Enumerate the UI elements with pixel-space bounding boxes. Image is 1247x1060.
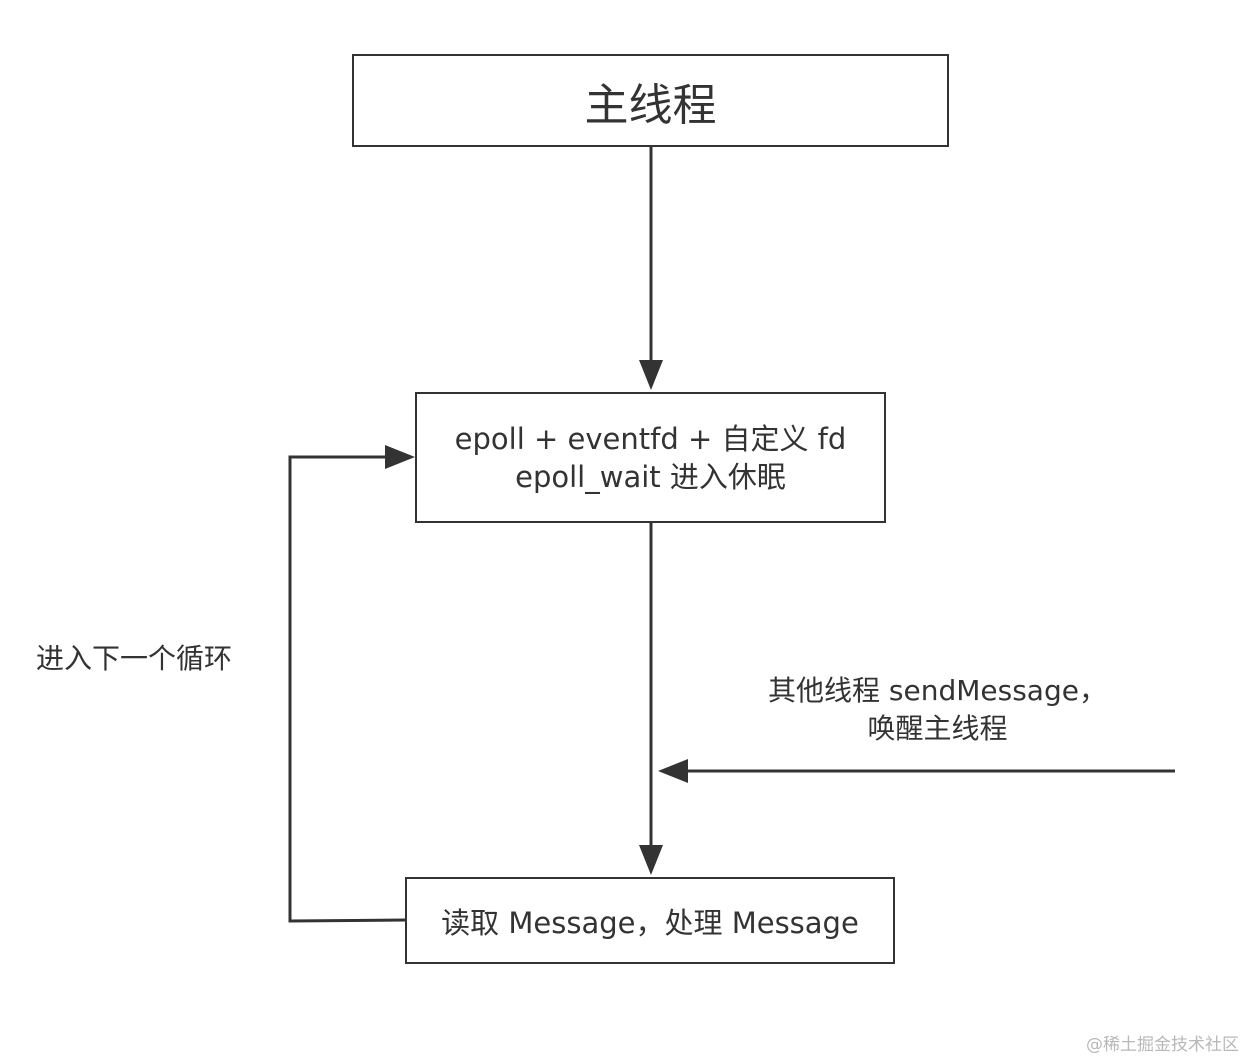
next-loop-text: 进入下一个循环	[36, 642, 233, 675]
read-message-label: 读取 Message，处理 Message	[441, 905, 859, 940]
arrow-loop-back	[288, 445, 415, 923]
main-thread-label: 主线程	[584, 79, 717, 131]
arrow-epoll-to-read	[639, 523, 663, 875]
wake-main-thread-label: 其他线程 sendMessage， 唤醒主线程	[700, 672, 1175, 748]
epoll-wait-box: epoll + eventfd + 自定义 fd epoll_wait 进入休眠	[415, 392, 886, 523]
send-message-text: 其他线程 sendMessage，	[768, 674, 1107, 707]
epoll-setup-label: epoll + eventfd + 自定义 fd	[454, 421, 847, 456]
read-message-box: 读取 Message，处理 Message	[405, 877, 895, 964]
arrow-main-to-epoll	[639, 147, 663, 390]
epoll-sleep-label: epoll_wait 进入休眠	[515, 459, 786, 494]
main-thread-box: 主线程	[352, 54, 949, 147]
next-loop-label: 进入下一个循环	[36, 640, 232, 678]
arrow-wake-main-thread	[658, 759, 1175, 783]
wake-text: 唤醒主线程	[867, 712, 1008, 745]
watermark: @稀土掘金技术社区	[1086, 1035, 1239, 1055]
